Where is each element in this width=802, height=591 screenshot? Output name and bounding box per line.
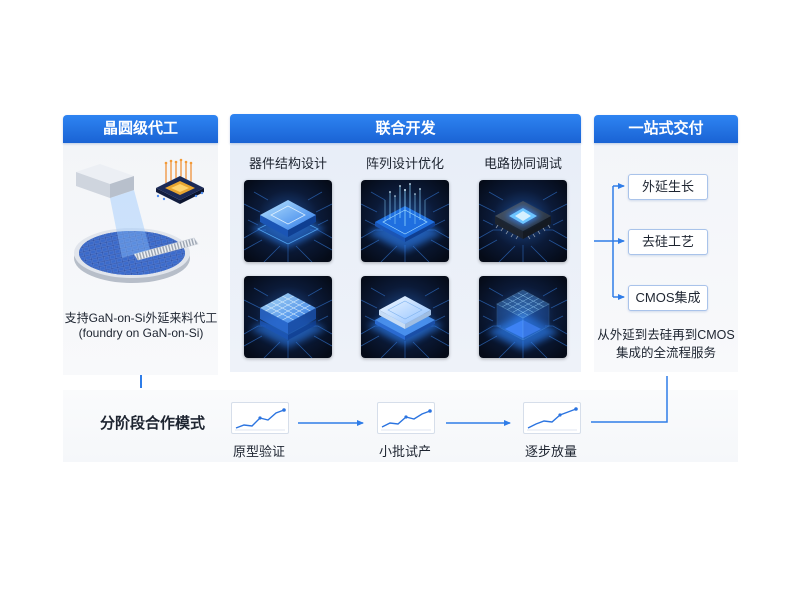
chip-tile xyxy=(361,180,449,262)
stage-chart xyxy=(377,402,435,434)
delivery-summary-line2: 集成的全流程服务 xyxy=(615,346,716,360)
step-cmos-integration: CMOS集成 xyxy=(628,285,708,311)
stage-label-prototype: 原型验证 xyxy=(232,444,285,459)
chip-array-icon xyxy=(244,276,332,358)
chip-tile xyxy=(244,180,332,262)
chip-streak-icon xyxy=(361,180,449,262)
wafer-chip-icon xyxy=(74,158,204,283)
chip-core-icon xyxy=(479,180,567,262)
chip-tile xyxy=(479,276,567,358)
stage-label-pilot: 小批试产 xyxy=(378,444,431,459)
chip-tile xyxy=(479,180,567,262)
stage-chart xyxy=(231,402,289,434)
chip-tile xyxy=(361,276,449,358)
step-epitaxy: 外延生长 xyxy=(628,174,708,200)
foundry-desc-line2: (foundry on GaN-on-Si) xyxy=(78,326,204,340)
stage-label-ramp-up: 逐步放量 xyxy=(524,444,577,459)
trend-chart-icon xyxy=(235,408,286,431)
joint-dev-header: 联合开发 xyxy=(230,114,581,143)
chip-layered-icon xyxy=(361,276,449,358)
track-label-device-structure: 器件结构设计 xyxy=(248,156,327,171)
stages-title: 分阶段合作模式 xyxy=(100,415,206,432)
delivery-header: 一站式交付 xyxy=(594,115,738,143)
chip-tile xyxy=(244,276,332,358)
chip-glow-icon xyxy=(244,180,332,262)
chip-cube-icon xyxy=(479,276,567,358)
delivery-summary-line1: 从外延到去硅再到CMOS xyxy=(597,328,735,342)
step-si-removal: 去硅工艺 xyxy=(628,229,708,255)
foundry-header: 晶圆级代工 xyxy=(63,115,218,143)
trend-chart-icon xyxy=(527,407,578,431)
foundry-desc-line1: 支持GaN-on-Si外延来料代工 xyxy=(64,311,218,325)
track-label-array-optimization: 阵列设计优化 xyxy=(365,156,444,171)
stage-chart xyxy=(523,402,581,434)
trend-chart-icon xyxy=(381,409,432,431)
track-label-circuit-debug: 电路协同调试 xyxy=(483,156,562,171)
